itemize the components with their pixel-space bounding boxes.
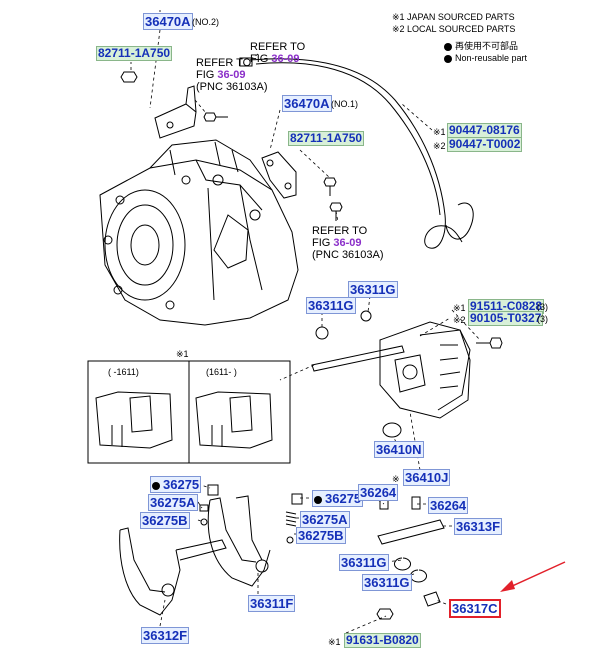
shift-forks xyxy=(119,495,271,616)
part-90447-T0002[interactable]: 90447-T0002 xyxy=(447,137,523,152)
legend-non-reusable-en: Non-reusable part xyxy=(444,53,527,64)
refer-to-fig-1[interactable]: REFER TO FIG 36-09 (PNC 36103A) xyxy=(196,57,268,93)
non-reusable-dot-icon xyxy=(314,495,322,504)
part-36275A-2[interactable]: 36275A xyxy=(300,511,350,528)
bracket-no1 xyxy=(261,151,297,199)
mark-local-1: ※2 xyxy=(433,141,446,151)
mark-japan-1: ※1 xyxy=(433,127,446,137)
bracket-no2 xyxy=(154,85,197,139)
non-reusable-dot-icon xyxy=(152,481,160,490)
part-36317C-highlighted[interactable]: 36317C xyxy=(449,599,501,618)
legend-local-sourced: ※2 LOCAL SOURCED PARTS xyxy=(392,24,516,34)
part-36311G-3[interactable]: 36311G xyxy=(339,554,389,571)
part-36470A-no2[interactable]: 36470A xyxy=(143,13,193,30)
note-no2: (NO.2) xyxy=(192,17,219,27)
small-parts xyxy=(199,484,445,607)
refer-to-fig-2[interactable]: REFER TO FIG 36-09 xyxy=(250,41,306,65)
inset-left-label: ( -1611) xyxy=(108,367,139,377)
highlight-arrow xyxy=(500,561,566,592)
part-82711-1A750-b[interactable]: 82711-1A750 xyxy=(288,131,365,146)
part-82711-1A750-a[interactable]: 82711-1A750 xyxy=(96,46,173,61)
part-36275B-1[interactable]: 36275B xyxy=(140,512,190,529)
fig-link[interactable]: 36-09 xyxy=(271,53,300,65)
mark-local-2: ※2 xyxy=(453,315,466,325)
part-36264-1[interactable]: 36264 xyxy=(358,484,399,501)
part-36311F[interactable]: 36311F xyxy=(248,595,296,612)
non-reusable-dot-icon xyxy=(444,54,452,63)
mark-japan-4: ※1 xyxy=(328,637,341,647)
fig-link[interactable]: 36-09 xyxy=(333,237,362,249)
part-90447-08176[interactable]: 90447-08176 xyxy=(447,123,522,138)
shift-cable xyxy=(239,57,474,249)
part-36311G-2[interactable]: 36311G xyxy=(348,281,398,298)
part-36410N[interactable]: 36410N xyxy=(374,441,424,458)
part-36275B-2[interactable]: 36275B xyxy=(296,527,346,544)
refer-to-fig-3[interactable]: REFER TO FIG 36-09 (PNC 36103A) xyxy=(312,225,384,261)
inset-right-label: (1611- ) xyxy=(206,367,237,377)
fig-link[interactable]: 36-09 xyxy=(217,69,246,81)
part-36275-2[interactable]: 36275 xyxy=(312,490,364,507)
part-36311G-4[interactable]: 36311G xyxy=(362,574,412,591)
shift-lever-assy xyxy=(311,310,471,438)
mark-japan-3: ※ xyxy=(392,474,400,484)
mark-japan-2: ※1 xyxy=(453,303,466,313)
part-36275A-1[interactable]: 36275A xyxy=(148,494,198,511)
note-no1: (NO.1) xyxy=(331,99,358,109)
transmission-case xyxy=(99,139,299,326)
part-36470A-no1[interactable]: 36470A xyxy=(282,95,332,112)
part-90105-T0327[interactable]: 90105-T0327 xyxy=(468,311,544,326)
part-36264-2[interactable]: 36264 xyxy=(428,497,469,514)
inset-box xyxy=(87,360,291,464)
bolts xyxy=(120,71,503,620)
qty-3a: (3) xyxy=(537,302,548,312)
legend-non-reusable-jp: 再使用不可部品 xyxy=(444,41,518,52)
part-36312F[interactable]: 36312F xyxy=(141,627,190,644)
part-36275-1[interactable]: 36275 xyxy=(150,476,202,493)
part-91631-B0820[interactable]: 91631-B0820 xyxy=(344,633,421,648)
legend-japan-sourced: ※1 JAPAN SOURCED PARTS xyxy=(392,12,515,22)
part-36311G-1[interactable]: 36311G xyxy=(306,297,356,314)
non-reusable-dot-icon xyxy=(444,42,452,51)
qty-3b: (3) xyxy=(537,314,548,324)
inset-mark: ※1 xyxy=(176,349,189,359)
part-36410J[interactable]: 36410J xyxy=(403,469,451,486)
part-36313F[interactable]: 36313F xyxy=(454,518,503,535)
